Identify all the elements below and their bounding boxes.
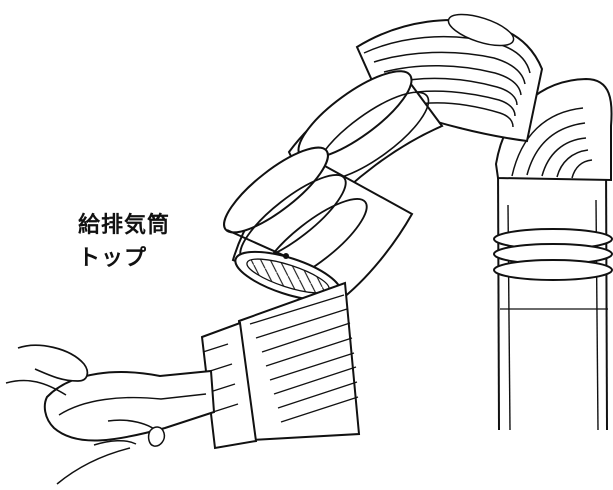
hand xyxy=(5,344,216,485)
vent-top-label-line-2: トップ xyxy=(78,246,148,271)
vent-top-label-line-1: 給排気筒 xyxy=(78,213,171,238)
vertical-pipe xyxy=(493,159,613,431)
callout-leader xyxy=(226,229,289,259)
brush xyxy=(200,281,361,450)
vent-top xyxy=(223,146,414,304)
vent-top-label: 給排気筒 トップ xyxy=(78,209,170,275)
